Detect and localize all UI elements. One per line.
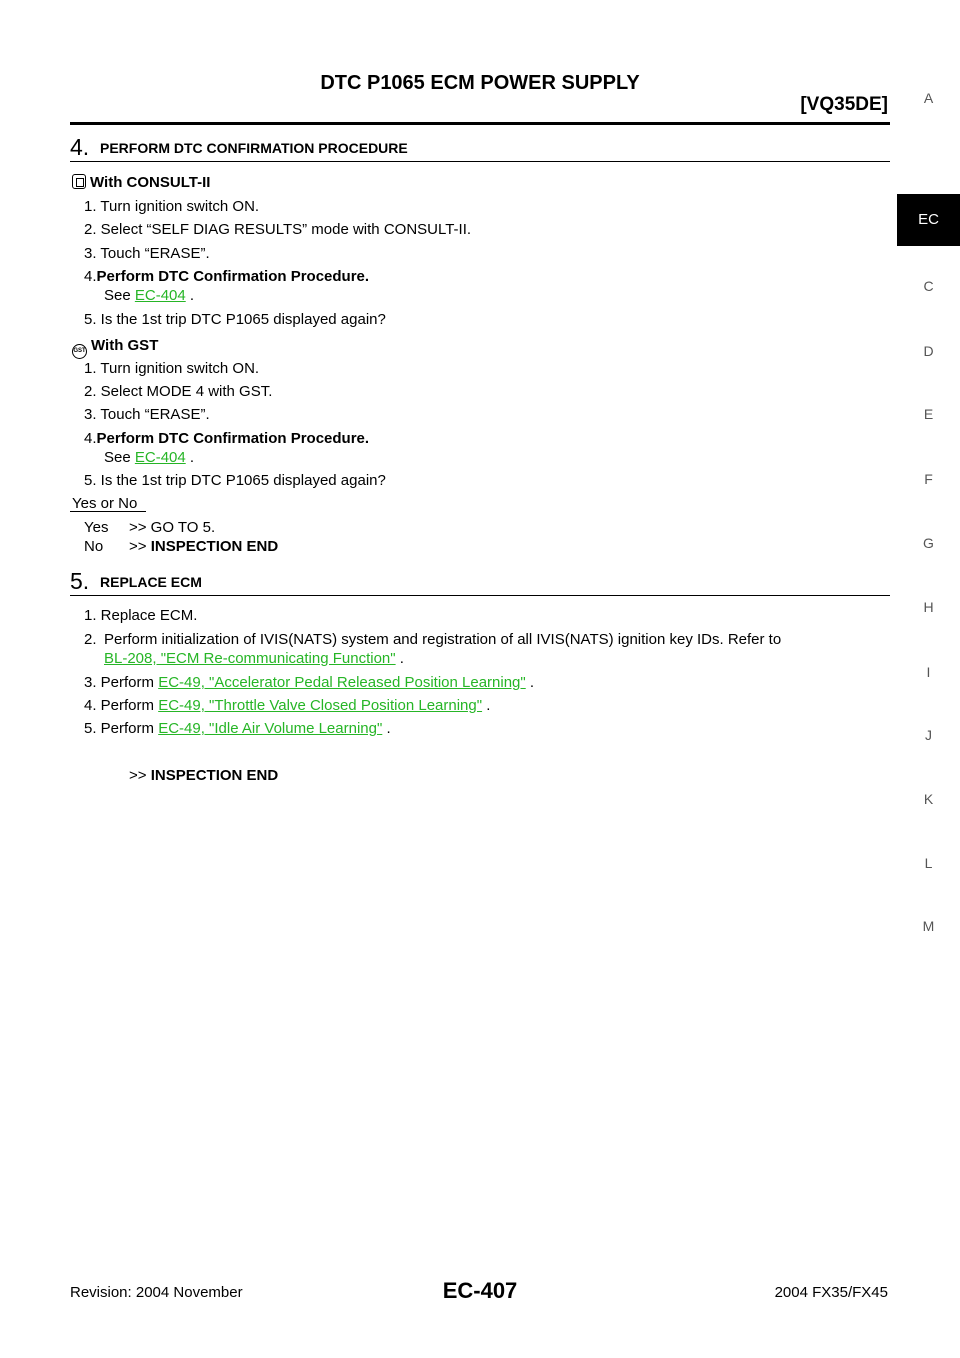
index-tab-e[interactable]: E xyxy=(923,406,934,422)
yes-or-no-underline xyxy=(70,511,146,512)
step-title: PERFORM DTC CONFIRMATION PROCEDURE xyxy=(100,140,408,156)
no-answer: No>> INSPECTION END xyxy=(84,538,279,555)
ec-404-link[interactable]: EC-404 xyxy=(134,449,186,466)
consult-tester-icon xyxy=(72,174,86,189)
consult-step-5: 5. Is the 1st trip DTC P1065 displayed a… xyxy=(84,311,386,328)
index-tab-m[interactable]: M xyxy=(922,918,935,934)
index-tab-a[interactable]: A xyxy=(923,90,934,106)
gst-step-5: 5. Is the 1st trip DTC P1065 displayed a… xyxy=(84,472,386,489)
index-tab-g[interactable]: G xyxy=(923,535,934,551)
index-tab-f[interactable]: F xyxy=(924,471,933,487)
engine-code: [VQ35DE] xyxy=(800,94,888,115)
accelerator-pedal-learning-link[interactable]: EC-49, "Accelerator Pedal Released Posit… xyxy=(158,674,526,691)
replace-step-3: 3. Perform EC-49, "Accelerator Pedal Rel… xyxy=(84,674,535,691)
header-divider xyxy=(70,122,890,125)
bl-208-link[interactable]: BL-208, "ECM Re-communicating Function" xyxy=(104,650,396,667)
replace-step-2: 2. Perform initialization of IVIS(NATS) … xyxy=(84,631,782,648)
page-title: DTC P1065 ECM POWER SUPPLY xyxy=(320,72,640,94)
replace-step-4: 4. Perform EC-49, "Throttle Valve Closed… xyxy=(84,697,491,714)
consult-heading: With CONSULT-II xyxy=(72,174,210,191)
index-tab-ec[interactable]: EC xyxy=(897,194,960,246)
idle-air-volume-learning-link[interactable]: EC-49, "Idle Air Volume Learning" xyxy=(158,720,383,737)
inspection-end: >> INSPECTION END xyxy=(129,767,279,784)
consult-see-reference: See EC-404 . xyxy=(104,287,195,304)
step-number: 5. xyxy=(70,568,90,594)
gst-see-reference: See EC-404 . xyxy=(104,449,195,466)
consult-step-1: 1. Turn ignition switch ON. xyxy=(84,198,260,215)
yes-answer: Yes>> GO TO 5. xyxy=(84,519,216,536)
step-5-heading: 5. REPLACE ECM xyxy=(70,568,890,596)
gst-step-4: 4.Perform DTC Confirmation Procedure. xyxy=(84,430,370,447)
consult-step-2: 2. Select “SELF DIAG RESULTS” mode with … xyxy=(84,221,472,238)
index-tab-i[interactable]: I xyxy=(926,664,931,680)
replace-step-2-reference: BL-208, "ECM Re-communicating Function" … xyxy=(104,650,404,667)
step-number: 4. xyxy=(70,134,90,160)
consult-step-3: 3. Touch “ERASE”. xyxy=(84,245,210,262)
replace-step-1: 1. Replace ECM. xyxy=(84,607,198,624)
index-tab-j[interactable]: J xyxy=(925,727,932,743)
page-number: EC-407 xyxy=(442,1278,518,1303)
throttle-valve-learning-link[interactable]: EC-49, "Throttle Valve Closed Position L… xyxy=(158,697,483,714)
index-tab-d[interactable]: D xyxy=(923,343,934,359)
consult-step-4: 4.Perform DTC Confirmation Procedure. xyxy=(84,268,370,285)
gst-step-1: 1. Turn ignition switch ON. xyxy=(84,360,260,377)
yes-or-no-label: Yes or No xyxy=(72,495,138,512)
revision-date: Revision: 2004 November xyxy=(70,1284,243,1301)
vehicle-model: 2004 FX35/FX45 xyxy=(774,1284,888,1301)
step-title: REPLACE ECM xyxy=(100,574,202,590)
index-tab-h[interactable]: H xyxy=(923,599,934,615)
gst-step-3: 3. Touch “ERASE”. xyxy=(84,406,210,423)
index-tab-l[interactable]: L xyxy=(924,855,933,871)
replace-step-5: 5. Perform EC-49, "Idle Air Volume Learn… xyxy=(84,720,391,737)
ec-404-link[interactable]: EC-404 xyxy=(134,287,186,304)
gst-step-2: 2. Select MODE 4 with GST. xyxy=(84,383,273,400)
gst-icon: GST xyxy=(72,344,87,359)
index-tab-c[interactable]: C xyxy=(923,278,934,294)
index-tab-k[interactable]: K xyxy=(923,791,934,807)
step-4-heading: 4. PERFORM DTC CONFIRMATION PROCEDURE xyxy=(70,134,890,162)
